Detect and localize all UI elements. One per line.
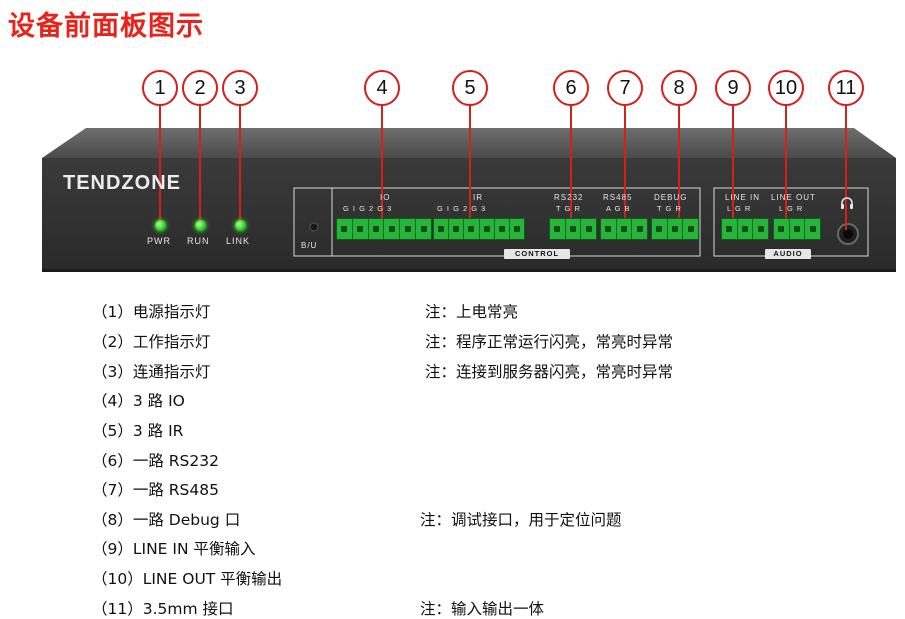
- list-item-5: （5）3 路 IR: [92, 422, 184, 440]
- rs232-pin-labels: T G R: [556, 204, 580, 213]
- link-led-label: LINK: [226, 236, 251, 246]
- ir-label: IR: [473, 193, 483, 202]
- list-item-2: （2）工作指示灯: [92, 333, 211, 351]
- list-item-8: （8）一路 Debug 口: [92, 511, 241, 529]
- line-out-pin-labels: L G R: [779, 204, 803, 213]
- note-8: 注：调试接口，用于定位问题: [420, 511, 622, 529]
- callout-10: 10: [768, 70, 804, 106]
- bu-label: B/U: [301, 241, 318, 250]
- run-led-label: RUN: [187, 236, 210, 246]
- rs485-label: RS485: [603, 193, 633, 202]
- callout-7: 7: [607, 70, 643, 106]
- callout-6: 6: [553, 70, 589, 106]
- callout-9: 9: [715, 70, 751, 106]
- run-led: [195, 220, 206, 231]
- note-11: 注：输入输出一体: [420, 600, 545, 618]
- io-terminal-block[interactable]: [336, 218, 432, 240]
- list-item-10: （10）LINE OUT 平衡输出: [92, 570, 283, 588]
- rs485-terminal-block[interactable]: [600, 218, 648, 240]
- leader-line-5: [469, 106, 471, 218]
- debug-pin-labels: T G R: [657, 204, 681, 213]
- callout-8: 8: [661, 70, 697, 106]
- note-2: 注：程序正常运行闪亮，常亮时异常: [425, 333, 674, 351]
- line-in-pin-labels: L G R: [727, 204, 751, 213]
- callout-1: 1: [142, 70, 178, 106]
- pwr-led: [155, 220, 166, 231]
- debug-terminal-block[interactable]: [651, 218, 699, 240]
- line-in-label: LINE IN: [725, 193, 761, 202]
- leader-line-1: [159, 106, 161, 220]
- leader-line-2: [199, 106, 201, 220]
- list-item-1: （1）电源指示灯: [92, 303, 211, 321]
- callout-3: 3: [222, 70, 258, 106]
- page-title: 设备前面板图示: [8, 11, 204, 42]
- leader-line-6: [570, 106, 572, 218]
- leader-line-9: [732, 106, 734, 218]
- leader-line-11: [845, 106, 847, 230]
- list-item-11: （11）3.5mm 接口: [92, 600, 234, 618]
- ir-pin-labels: G I G 2 G 3: [437, 204, 486, 213]
- headphone-icon: [841, 197, 853, 209]
- list-item-3: （3）连通指示灯: [92, 363, 211, 381]
- list-item-7: （7）一路 RS485: [92, 481, 219, 499]
- link-led: [235, 220, 246, 231]
- leader-line-3: [239, 106, 241, 220]
- io-pin-labels: G I G 2 G 3: [343, 204, 392, 213]
- leader-line-8: [678, 106, 680, 218]
- list-item-9: （9）LINE IN 平衡输入: [92, 540, 256, 558]
- leader-line-10: [785, 106, 787, 218]
- ir-terminal-block[interactable]: [433, 218, 525, 240]
- callout-11: 11: [828, 70, 864, 106]
- pwr-led-label: PWR: [147, 236, 171, 246]
- audio-plate: AUDIO: [765, 249, 811, 259]
- note-1: 注：上电常亮: [425, 303, 519, 321]
- brand-logo: TENDZONE: [63, 172, 181, 194]
- leader-line-4: [381, 106, 383, 218]
- callout-2: 2: [182, 70, 218, 106]
- io-label: IO: [380, 193, 391, 202]
- rs232-terminal-block[interactable]: [549, 218, 597, 240]
- rs485-pin-labels: A G B: [606, 204, 630, 213]
- list-item-4: （4）3 路 IO: [92, 392, 185, 410]
- callout-4: 4: [364, 70, 400, 106]
- line-out-terminal-block[interactable]: [773, 218, 821, 240]
- leader-line-7: [624, 106, 626, 218]
- control-plate: CONTROL: [504, 249, 570, 259]
- note-3: 注：连接到服务器闪亮，常亮时异常: [425, 363, 674, 381]
- rs232-label: RS232: [554, 193, 584, 202]
- callout-5: 5: [452, 70, 488, 106]
- line-in-terminal-block[interactable]: [721, 218, 769, 240]
- line-out-label: LINE OUT: [771, 193, 816, 202]
- list-item-6: （6）一路 RS232: [92, 452, 219, 470]
- debug-label: DEBUG: [654, 193, 688, 202]
